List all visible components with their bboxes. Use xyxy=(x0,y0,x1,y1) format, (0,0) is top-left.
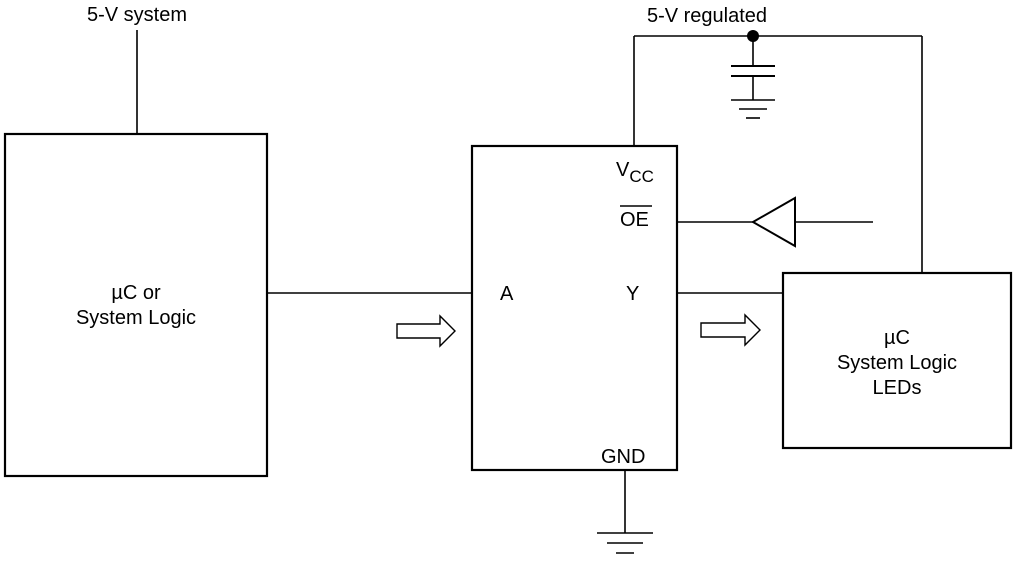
left-logic-block xyxy=(3,132,269,478)
pin-gnd-label: GND xyxy=(601,446,645,468)
ground-icon xyxy=(731,99,775,119)
pin-y-label: Y xyxy=(626,283,639,305)
right-block-line-2: System Logic xyxy=(837,352,957,374)
supply-label-5v-regulated: 5-V regulated xyxy=(647,5,767,27)
pin-vcc-main: V xyxy=(616,159,630,181)
capacitor-icon xyxy=(731,36,775,100)
signal-flow-arrow-icon xyxy=(700,313,761,347)
ground-icon xyxy=(597,532,653,554)
left-block-line-2: System Logic xyxy=(76,307,196,329)
supply-label-5v-system: 5-V system xyxy=(87,4,187,26)
left-block-line-1: µC or xyxy=(111,282,161,304)
right-block-line-3: LEDs xyxy=(873,377,922,399)
pin-vcc-label: VCC xyxy=(616,159,654,186)
right-block-line-1: µC xyxy=(884,327,910,349)
buffer-triangle-icon xyxy=(750,196,796,248)
signal-flow-arrow-icon xyxy=(396,314,456,348)
translator-device xyxy=(470,144,679,472)
pin-oe-label: OE xyxy=(620,209,649,231)
pin-a-label: A xyxy=(500,283,514,305)
pin-vcc-subscript: CC xyxy=(629,167,654,186)
right-logic-block xyxy=(781,271,1013,450)
